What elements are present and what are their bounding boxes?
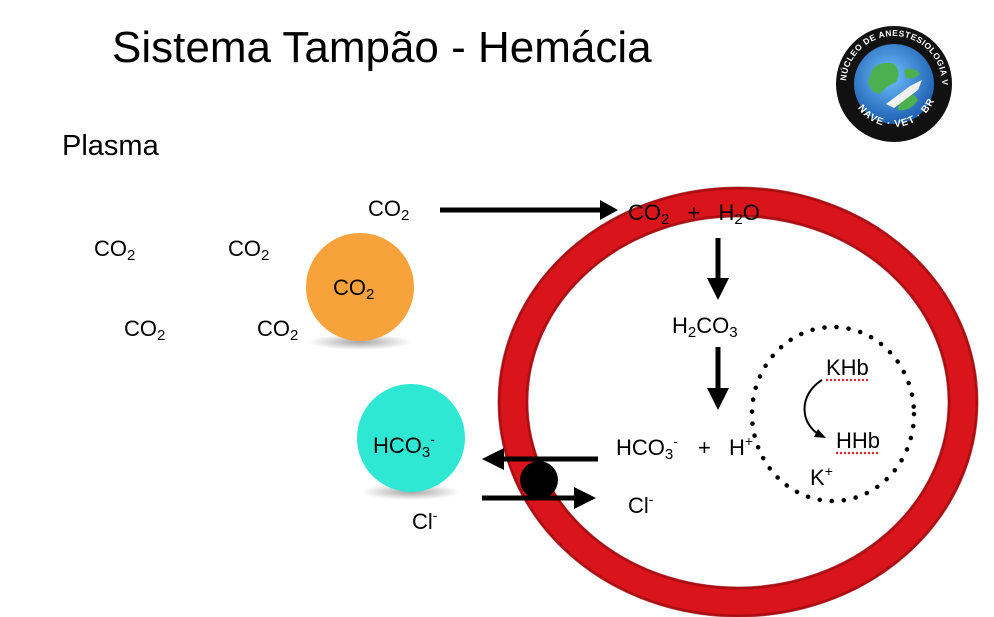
potassium-label: K+ — [810, 463, 833, 490]
orange-co2-circle — [306, 233, 414, 341]
curved-arrow-khb-to-hhb — [803, 379, 823, 436]
slide-title: Sistema Tampão - Hemácia — [112, 23, 652, 72]
hhb-label: HHb — [836, 428, 881, 453]
reaction-co2-plus-water: CO2 + H2O — [628, 200, 760, 228]
plasma-co2-label: CO2 — [228, 236, 270, 264]
khb-label: KHb — [826, 355, 869, 380]
nave-vet-logo — [836, 26, 952, 142]
reaction-carbonic-acid: H2CO3 — [672, 313, 738, 341]
cyan-circle-label: HCO3- — [373, 431, 435, 461]
orange-circle-label: CO2 — [333, 275, 375, 303]
plasma-label: Plasma — [62, 130, 159, 162]
plasma-co2-label: CO2 — [94, 236, 136, 264]
plasma-co2-label: CO2 — [124, 316, 166, 344]
reaction-bicarbonate-plus-proton: HCO3- + H+ — [616, 433, 754, 463]
plasma-chloride-label: Cl- — [412, 507, 438, 534]
cell-chloride-label: Cl- — [628, 491, 654, 518]
cyan-bicarbonate-circle — [357, 384, 465, 492]
hemoglobin-dotted-boundary — [749, 324, 917, 504]
plasma-co2-label: CO2 — [257, 316, 299, 344]
red-blood-cell-membrane — [498, 187, 978, 617]
chloride-bicarbonate-exchanger — [520, 461, 558, 499]
incoming-co2-label: CO2 — [368, 196, 410, 224]
